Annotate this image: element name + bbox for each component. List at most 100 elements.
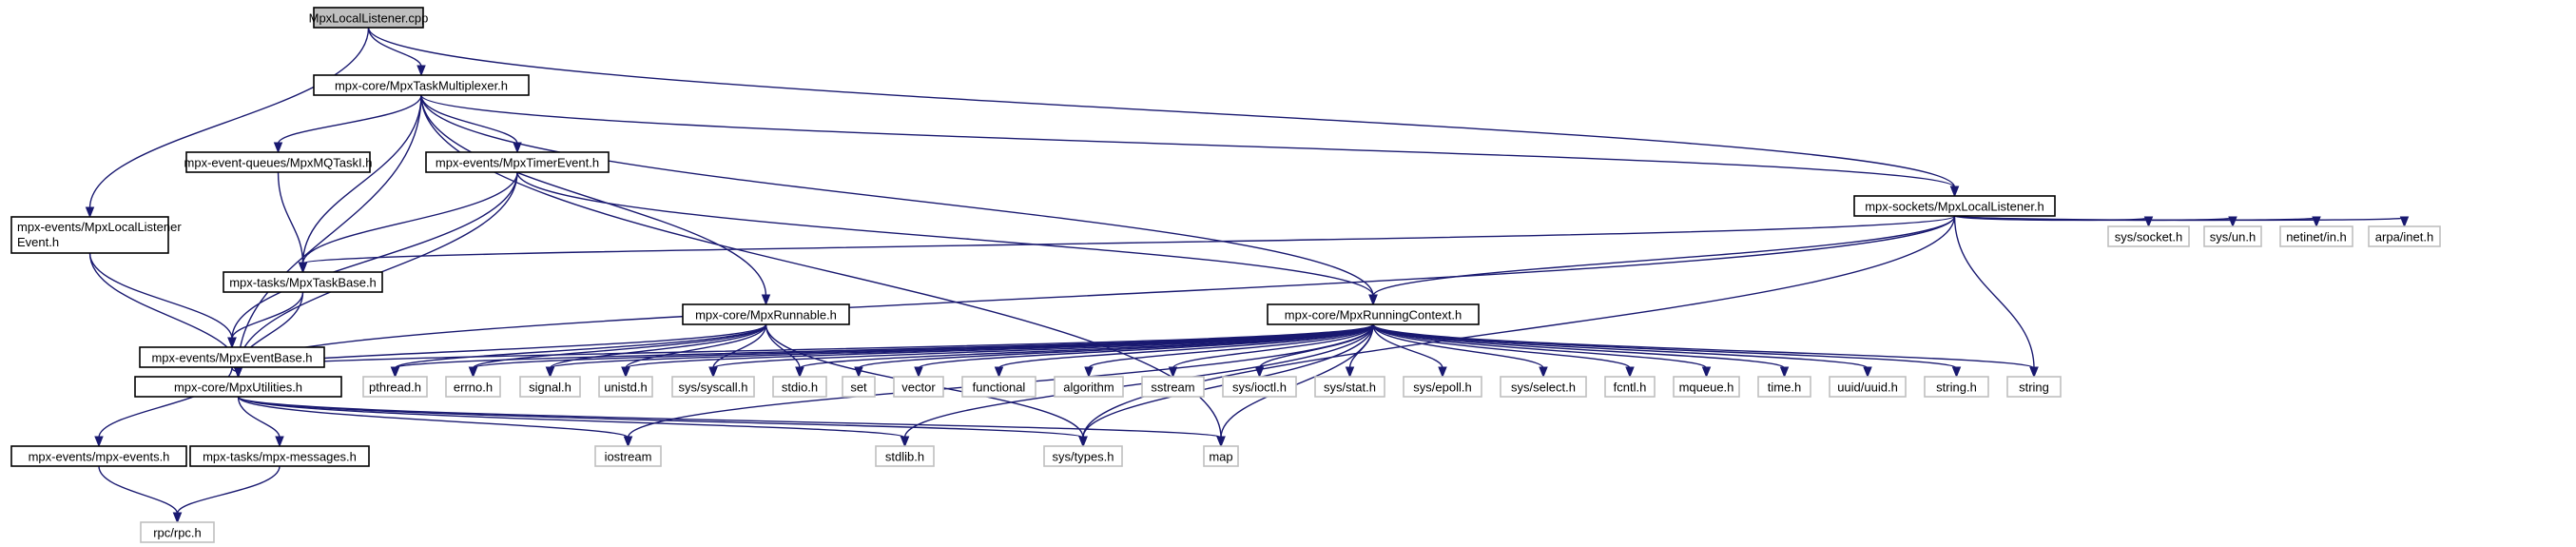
arrowhead — [1438, 366, 1447, 379]
edge-ctx-util — [233, 323, 1374, 379]
edge-line — [237, 396, 1222, 439]
node-box — [2107, 225, 2190, 247]
node-box — [1500, 376, 1587, 398]
edge-line — [88, 27, 370, 209]
node-label: algorithm — [1063, 381, 1114, 395]
node-label: sys/stat.h — [1324, 381, 1376, 395]
node-sys-socket-h: sys/socket.h — [2107, 225, 2190, 247]
node-box — [185, 151, 371, 173]
node-label: sys/select.h — [1511, 381, 1576, 395]
edge-ctx-algorithm — [1084, 323, 1374, 379]
edge-line — [1088, 323, 1374, 369]
edge-line — [1372, 323, 1443, 369]
edge-line — [237, 396, 1084, 439]
node-sys-stat-h: sys/stat.h — [1314, 376, 1385, 398]
arrowhead — [2399, 216, 2410, 228]
arrowhead — [1863, 366, 1872, 379]
node-sys-select-h: sys/select.h — [1500, 376, 1587, 398]
arrowhead — [623, 436, 633, 448]
node-box — [1757, 376, 1811, 398]
node-label: errno.h — [454, 381, 493, 395]
node-label: functional — [973, 381, 1026, 395]
edge-line — [549, 323, 767, 369]
edge-ctx-fcntl — [1372, 323, 1635, 379]
edge-line — [1372, 323, 1631, 369]
node-mpx-sockets-mpxlocallistener-h[interactable]: mpx-sockets/MpxLocalListener.h — [1853, 195, 2056, 217]
node-box — [594, 445, 662, 467]
edge-sockll-arpa — [1953, 215, 2410, 228]
node-mpx-events-mpxtimerevent-h[interactable]: mpx-events/MpxTimerEvent.h — [425, 151, 610, 173]
edge-line — [367, 27, 422, 68]
arrowhead — [854, 366, 863, 379]
edge-root-mux — [367, 27, 426, 77]
edge-line — [367, 27, 1956, 188]
edge-line — [88, 252, 233, 340]
node-box — [1267, 303, 1480, 325]
node-string: string — [2006, 376, 2062, 398]
node-mpx-tasks-mpx-messages-h[interactable]: mpx-tasks/mpx-messages.h — [189, 445, 370, 467]
node-mpx-events-mpxeventbase-h[interactable]: mpx-events/MpxEventBase.h — [139, 346, 325, 368]
node-label: pthread.h — [369, 381, 421, 395]
arrowhead — [1084, 366, 1094, 379]
edge-line — [231, 291, 304, 340]
edge-line — [1372, 323, 1786, 369]
edge-line — [1220, 323, 1374, 439]
arrowhead — [275, 436, 284, 448]
edge-mux-runnable — [420, 94, 771, 306]
node-label: iostream — [605, 450, 652, 464]
node-label: vector — [901, 381, 936, 395]
edge-sockll-un — [1953, 215, 2237, 228]
node-label: rpc/rpc.h — [153, 526, 202, 540]
edge-ctx-epoll — [1372, 323, 1447, 379]
node-box — [1853, 195, 2056, 217]
node-mpx-event-queues-mpxmqtaski-h[interactable]: mpx-event-queues/MpxMQTaskI.h — [184, 151, 373, 173]
edge-line — [903, 323, 1374, 439]
node-sys-ioctl-h: sys/ioctl.h — [1222, 376, 1297, 398]
node-label: MpxLocalListener.cpp — [309, 11, 429, 26]
edge-sockll-string — [1953, 215, 2039, 379]
edge-sockll-taskbase — [298, 215, 1956, 274]
edge-events-rpc — [98, 465, 183, 524]
node-stdio-h: stdio.h — [772, 376, 827, 398]
node-box — [10, 216, 169, 254]
edge-util-types — [237, 396, 1088, 448]
node-label: sys/ioctl.h — [1232, 381, 1287, 395]
edge-line — [277, 171, 304, 264]
arrowhead — [1168, 366, 1178, 379]
node-label: set — [850, 381, 867, 395]
node-mpx-tasks-mpxtaskbase-h[interactable]: mpx-tasks/MpxTaskBase.h — [223, 271, 383, 293]
node-mpx-core-mpxutilities-h[interactable]: mpx-core/MpxUtilities.h — [134, 376, 342, 398]
node-box — [10, 445, 187, 467]
edge-line — [1372, 215, 1956, 297]
node-label: mpx-event-queues/MpxMQTaskI.h — [184, 156, 373, 170]
edge-line — [997, 323, 1374, 369]
node-box — [189, 445, 370, 467]
node-mpxlocallistener-cpp[interactable]: MpxLocalListener.cpp — [309, 7, 429, 29]
node-layer: MpxLocalListener.cpp mpx-core/MpxTaskMult… — [10, 7, 2441, 543]
node-box — [134, 376, 342, 398]
node-pthread-h: pthread.h — [362, 376, 428, 398]
node-box — [772, 376, 827, 398]
node-label: mpx-core/MpxRunningContext.h — [1285, 308, 1462, 322]
edge-ctx-vector — [914, 323, 1374, 379]
node-mpx-core-mpxrunnable-h[interactable]: mpx-core/MpxRunnable.h — [682, 303, 850, 325]
edge-line — [1953, 215, 2406, 222]
edge-line — [1172, 323, 1374, 369]
edge-line — [420, 94, 1956, 188]
node-mpx-core-mpxtaskmultiplexer-h[interactable]: mpx-core/MpxTaskMultiplexer.h — [313, 74, 530, 96]
node-mpx-core-mpxrunningcontext-h[interactable]: mpx-core/MpxRunningContext.h — [1267, 303, 1480, 325]
edge-line — [1372, 323, 1708, 369]
edge-util-iostream — [237, 396, 633, 448]
node-box — [1222, 376, 1297, 398]
node-mpx-events-mpx-events-h[interactable]: mpx-events/mpx-events.h — [10, 445, 187, 467]
arrowhead — [1254, 366, 1265, 379]
edge-line — [237, 396, 629, 439]
edge-util-stdlib — [237, 396, 910, 448]
edge-util-msgs — [237, 396, 284, 448]
edge-line — [712, 323, 767, 369]
edge-line — [1372, 323, 1869, 369]
node-box — [2203, 225, 2262, 247]
node-iostream: iostream — [594, 445, 662, 467]
